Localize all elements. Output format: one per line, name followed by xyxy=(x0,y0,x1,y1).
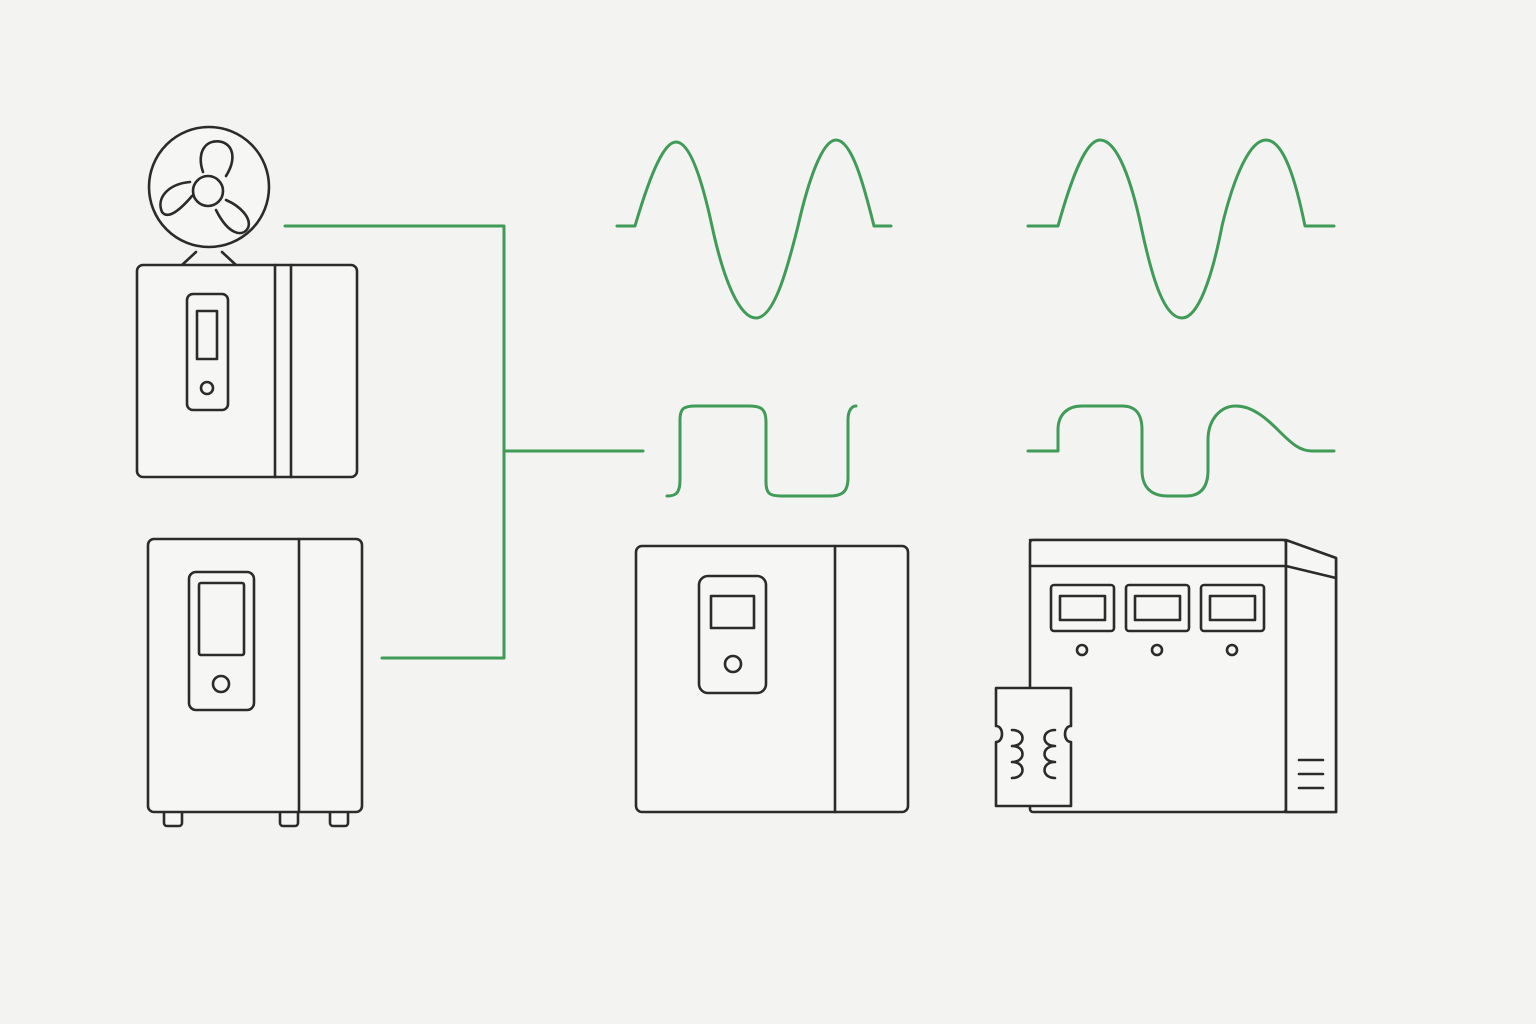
cabinet-side-panel xyxy=(273,263,293,479)
square-wave xyxy=(665,404,858,498)
waveform-modified-sine xyxy=(1026,404,1336,498)
waveform-sine-clean xyxy=(1026,138,1336,320)
bus-line-top xyxy=(283,224,506,660)
fan-blades xyxy=(159,140,251,235)
modified-sine-wave xyxy=(1026,404,1336,498)
control-panel xyxy=(187,570,256,712)
wall-inverter xyxy=(634,544,910,814)
waveform-pure-sine xyxy=(615,138,893,320)
meter-2 xyxy=(1124,583,1191,657)
display-screen xyxy=(197,581,246,657)
inverter-with-fan xyxy=(135,125,359,479)
cabinet-body xyxy=(634,544,910,814)
display-screen xyxy=(195,309,219,361)
floor-inverter xyxy=(146,537,364,828)
cabinet-side-face xyxy=(1284,538,1338,814)
waveform-square xyxy=(665,404,858,498)
control-panel xyxy=(697,574,768,695)
power-button-icon xyxy=(723,654,743,674)
fan-stand xyxy=(180,250,238,267)
vent-grille-icon xyxy=(1297,758,1325,790)
sine-wave-right xyxy=(1026,138,1336,320)
fan-hub xyxy=(191,174,225,208)
meter-1 xyxy=(1049,583,1116,657)
connector-bus xyxy=(283,224,645,660)
cabinet-body xyxy=(135,263,359,479)
transformer-coil-icon xyxy=(994,686,1073,808)
control-panel xyxy=(185,292,230,412)
meter-3 xyxy=(1199,583,1266,657)
power-button-icon xyxy=(199,380,215,396)
sine-wave-left xyxy=(615,138,893,320)
display-screen xyxy=(709,594,756,630)
power-button-icon xyxy=(211,674,231,694)
fan-icon xyxy=(147,125,271,267)
transformer-inverter xyxy=(994,538,1338,814)
coil-left xyxy=(1010,728,1024,780)
coil-right xyxy=(1043,728,1057,780)
side-top-line xyxy=(1284,564,1338,580)
